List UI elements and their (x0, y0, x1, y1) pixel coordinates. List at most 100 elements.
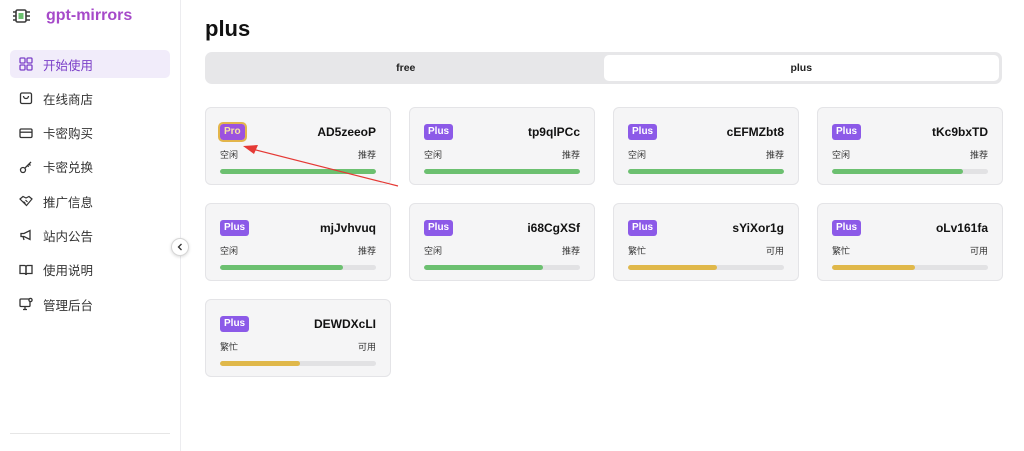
usage-bar (832, 265, 988, 270)
plan-badge: Plus (628, 220, 658, 236)
usage-bar-fill (628, 169, 784, 174)
status-text: 空闲 (832, 150, 851, 160)
logo-icon (12, 7, 32, 25)
recommend-tag: 推荐 (765, 150, 784, 160)
usage-bar (220, 361, 376, 366)
sidebar-item-announcements[interactable]: 站内公告 (10, 221, 170, 249)
status-text: 繁忙 (628, 246, 647, 256)
credit-card-icon (19, 126, 33, 140)
account-card[interactable]: Pro AD5zeeoP 空闲 推荐 (205, 107, 391, 185)
usage-bar-fill (220, 169, 376, 174)
usage-bar (220, 169, 376, 174)
account-id: i68CgXSf (527, 221, 580, 235)
account-id: oLv161fa (935, 221, 988, 235)
plan-tabs: free plus (205, 52, 1002, 84)
sidebar-item-label: 在线商店 (43, 92, 94, 107)
plan-badge: Plus (220, 220, 250, 236)
sidebar-item-getting-started[interactable]: 开始使用 (10, 50, 170, 78)
status-text: 繁忙 (832, 246, 851, 256)
key-icon (19, 160, 33, 174)
account-card[interactable]: Plus DEWDXcLI 繁忙 可用 (205, 299, 391, 377)
account-card[interactable]: Plus sYiXor1g 繁忙 可用 (613, 203, 799, 281)
plan-badge: Plus (220, 316, 250, 332)
usage-bar (628, 265, 784, 270)
account-id: DEWDXcLI (313, 317, 376, 331)
usage-bar-fill (832, 265, 915, 270)
availability-tag: 可用 (357, 342, 376, 352)
chevron-left-icon (177, 243, 182, 251)
usage-bar-fill (424, 169, 580, 174)
sidebar-item-label: 开始使用 (43, 58, 94, 73)
usage-bar (424, 265, 580, 270)
megaphone-icon (19, 228, 33, 242)
sidebar-item-guide[interactable]: 使用说明 (10, 256, 170, 284)
account-card[interactable]: Plus tp9qlPCc 空闲 推荐 (409, 107, 595, 185)
sidebar-item-promotion[interactable]: 推广信息 (10, 187, 170, 215)
account-card[interactable]: Plus tKc9bxTD 空闲 推荐 (817, 107, 1003, 185)
recommend-tag: 推荐 (969, 150, 988, 160)
status-text: 繁忙 (220, 342, 239, 352)
tab-free[interactable]: free (396, 62, 416, 74)
sidebar-item-admin[interactable]: 管理后台 (10, 290, 170, 318)
sidebar-item-label: 卡密购买 (43, 127, 94, 142)
usage-bar-fill (628, 265, 717, 270)
brand[interactable]: gpt-mirrors (12, 7, 132, 25)
page-title: plus (205, 16, 251, 41)
shopping-bag-icon (19, 91, 33, 105)
status-text: 空闲 (424, 246, 443, 256)
usage-bar-fill (832, 169, 964, 174)
account-id: AD5zeeoP (317, 125, 376, 139)
account-card[interactable]: Plus oLv161fa 繁忙 可用 (817, 203, 1003, 281)
account-id: tp9qlPCc (527, 125, 580, 139)
book-icon (19, 263, 33, 277)
sidebar-item-label: 站内公告 (43, 229, 94, 244)
account-card[interactable]: Plus i68CgXSf 空闲 推荐 (409, 203, 595, 281)
account-id: tKc9bxTD (931, 125, 988, 139)
availability-tag: 可用 (765, 246, 784, 256)
status-text: 空闲 (220, 246, 239, 256)
recommend-tag: 推荐 (561, 246, 580, 256)
sidebar-item-label: 管理后台 (43, 298, 94, 313)
account-card[interactable]: Plus cEFMZbt8 空闲 推荐 (613, 107, 799, 185)
handshake-icon (19, 194, 33, 208)
availability-tag: 可用 (969, 246, 988, 256)
usage-bar (832, 169, 988, 174)
status-text: 空闲 (220, 150, 239, 160)
status-text: 空闲 (628, 150, 647, 160)
grid-icon (19, 57, 33, 71)
usage-bar-fill (220, 361, 300, 366)
plan-badge: Pro (218, 122, 247, 142)
plan-badge: Plus (832, 220, 862, 236)
brand-name: gpt-mirrors (46, 7, 133, 24)
plan-badge: Plus (424, 124, 454, 140)
usage-bar (628, 169, 784, 174)
sidebar-nav: 开始使用 在线商店 卡密购买 卡密兑换 推广信息 站内公告 使用说明 管理后台 (10, 50, 170, 324)
collapse-sidebar-button[interactable] (171, 238, 189, 256)
usage-bar-fill (424, 265, 543, 270)
plan-badge: Plus (628, 124, 658, 140)
sidebar-item-label: 推广信息 (43, 195, 94, 210)
account-id: mjJvhvuq (319, 221, 376, 235)
plan-badge: Plus (424, 220, 454, 236)
status-text: 空闲 (424, 150, 443, 160)
tab-plus[interactable]: plus (603, 55, 999, 81)
recommend-tag: 推荐 (561, 150, 580, 160)
sidebar-item-redeem[interactable]: 卡密兑换 (10, 153, 170, 181)
recommend-tag: 推荐 (357, 246, 376, 256)
account-id: sYiXor1g (732, 221, 784, 235)
recommend-tag: 推荐 (357, 150, 376, 160)
sidebar: gpt-mirrors 开始使用 在线商店 卡密购买 卡密兑换 推广信息 站内公… (0, 0, 181, 451)
sidebar-item-buy-card[interactable]: 卡密购买 (10, 119, 170, 147)
usage-bar-fill (220, 265, 344, 270)
account-card[interactable]: Plus mjJvhvuq 空闲 推荐 (205, 203, 391, 281)
admin-monitor-icon (19, 297, 33, 311)
sidebar-divider (10, 433, 170, 434)
sidebar-item-label: 卡密兑换 (43, 161, 94, 176)
usage-bar (220, 265, 376, 270)
sidebar-item-label: 使用说明 (43, 264, 94, 279)
plan-badge: Plus (832, 124, 862, 140)
account-id: cEFMZbt8 (726, 125, 784, 139)
sidebar-item-store[interactable]: 在线商店 (10, 84, 170, 112)
